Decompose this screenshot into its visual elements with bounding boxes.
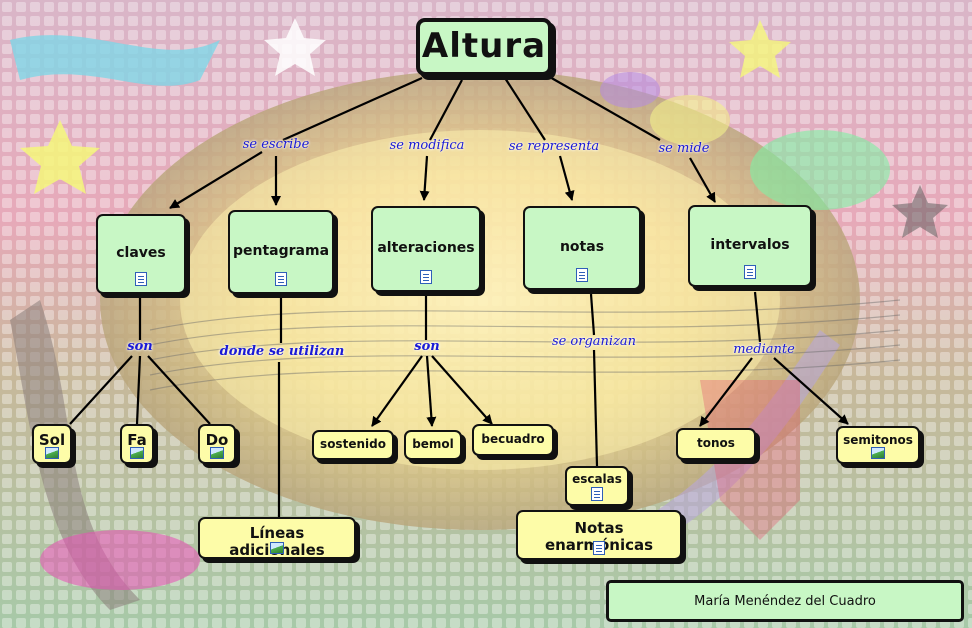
- concept-pentagrama[interactable]: pentagrama: [228, 210, 334, 294]
- author-name: María Menéndez del Cuadro: [694, 593, 876, 609]
- document-icon[interactable]: [593, 541, 605, 555]
- leaf-escalas-label: escalas: [572, 472, 622, 486]
- link-label-se-mide: se mide: [658, 141, 710, 156]
- image-icon[interactable]: [210, 447, 224, 459]
- leaf-semitonos-label: semitonos: [843, 433, 913, 447]
- leaf-notas-enarmonicas[interactable]: Notas enarmónicas: [516, 510, 682, 560]
- link-label-son-claves: son: [127, 339, 153, 354]
- link-label-se-organizan: se organizan: [551, 334, 637, 349]
- link-label-se-representa: se representa: [508, 139, 600, 154]
- document-icon[interactable]: [744, 265, 756, 279]
- leaf-do[interactable]: Do: [198, 424, 236, 464]
- link-label-donde-se-utilizan: donde se utilizan: [219, 344, 345, 359]
- leaf-semitonos[interactable]: semitonos: [836, 426, 920, 464]
- image-icon[interactable]: [45, 447, 59, 459]
- document-icon[interactable]: [576, 268, 588, 282]
- leaf-escalas[interactable]: escalas: [565, 466, 629, 506]
- leaf-fa[interactable]: Fa: [120, 424, 154, 464]
- image-icon[interactable]: [130, 447, 144, 459]
- concept-altura-label: Altura: [421, 26, 547, 67]
- concept-notas[interactable]: notas: [523, 206, 641, 290]
- leaf-bemol-label: bemol: [412, 437, 454, 452]
- author-box: María Menéndez del Cuadro: [606, 580, 964, 622]
- leaf-sol[interactable]: Sol: [32, 424, 72, 464]
- link-label-mediante: mediante: [733, 342, 795, 357]
- concept-intervalos-label: intervalos: [710, 237, 790, 254]
- document-icon[interactable]: [420, 270, 432, 284]
- leaf-tonos-label: tonos: [697, 436, 735, 451]
- concept-notas-label: notas: [559, 239, 605, 256]
- leaf-tonos[interactable]: tonos: [676, 428, 756, 460]
- leaf-becuadro-label: becuadro: [481, 432, 545, 447]
- leaf-becuadro[interactable]: becuadro: [472, 424, 554, 456]
- concept-alteraciones-label: alteraciones: [377, 240, 475, 257]
- image-icon[interactable]: [871, 447, 885, 459]
- leaf-fa-label: Fa: [127, 431, 147, 449]
- document-icon[interactable]: [591, 487, 603, 501]
- concept-claves-label: claves: [116, 245, 166, 262]
- leaf-sostenido[interactable]: sostenido: [312, 430, 394, 460]
- concept-intervalos[interactable]: intervalos: [688, 205, 812, 287]
- link-label-son-alteraciones: son: [414, 339, 440, 354]
- leaf-bemol[interactable]: bemol: [404, 430, 462, 460]
- link-label-se-modifica: se modifica: [389, 138, 465, 153]
- leaf-sostenido-label: sostenido: [320, 437, 386, 452]
- link-label-se-escribe: se escribe: [242, 137, 310, 152]
- document-icon[interactable]: [135, 272, 147, 286]
- leaf-lineas-adicionales[interactable]: Líneas adicionales: [198, 517, 356, 559]
- concept-pentagrama-label: pentagrama: [232, 243, 330, 260]
- document-icon[interactable]: [275, 272, 287, 286]
- concept-alteraciones[interactable]: alteraciones: [371, 206, 481, 292]
- image-icon[interactable]: [270, 542, 284, 554]
- leaf-sol-label: Sol: [38, 431, 66, 449]
- concept-altura[interactable]: Altura: [416, 18, 552, 76]
- concept-claves[interactable]: claves: [96, 214, 186, 294]
- leaf-do-label: Do: [205, 431, 229, 449]
